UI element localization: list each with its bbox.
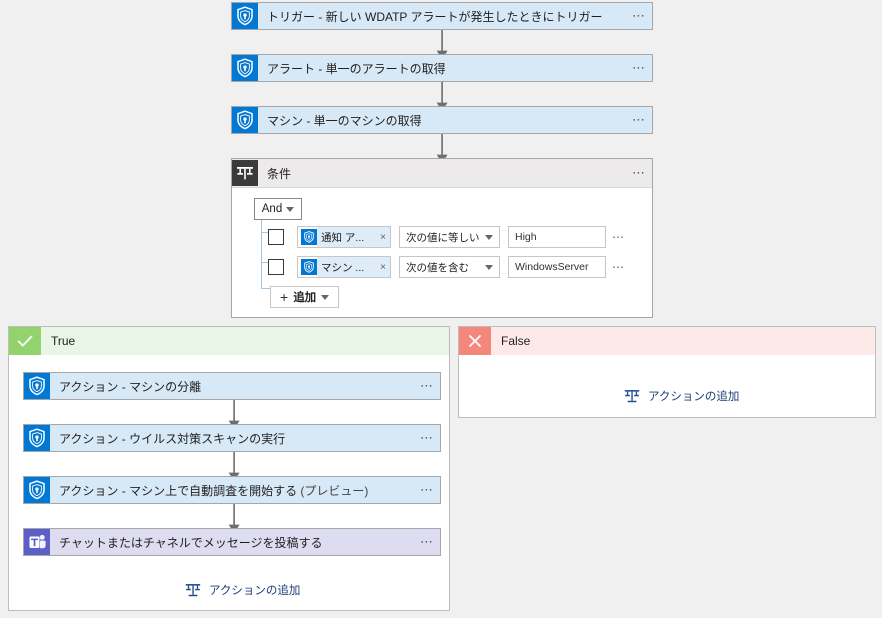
condition-left-token[interactable]: マシン ... × — [297, 256, 391, 278]
wdatp-shield-icon — [232, 107, 258, 133]
flow-step-title: トリガー - 新しい WDATP アラートが発生したときにトリガー — [267, 9, 603, 24]
chevron-down-icon — [485, 264, 493, 270]
add-action-icon — [184, 581, 202, 599]
tree-line-branch — [261, 262, 273, 263]
condition-operator-select[interactable]: 次の値に等しい — [399, 226, 500, 248]
operator-label: 次の値を含む — [406, 261, 469, 274]
wdatp-shield-icon — [232, 3, 258, 29]
token-label: マシン ... — [321, 261, 365, 274]
action-menu-button[interactable]: ⋯ — [420, 430, 434, 445]
action-menu-button[interactable]: ⋯ — [420, 534, 434, 549]
step-menu-button[interactable]: ⋯ — [632, 60, 646, 75]
condition-value-input[interactable]: WindowsServer — [508, 256, 606, 278]
action-menu-button[interactable]: ⋯ — [420, 482, 434, 497]
branch-true-header: True — [9, 327, 449, 355]
condition-row-menu-button[interactable]: ⋯ — [612, 230, 625, 244]
tree-line-branch — [261, 232, 273, 233]
wdatp-shield-icon — [24, 373, 50, 399]
add-action-true-button[interactable]: アクションの追加 — [184, 581, 300, 599]
action-post-teams-message[interactable]: チャットまたはチャネルでメッセージを投稿する ⋯ — [23, 528, 441, 556]
condition-branch-icon — [232, 160, 258, 186]
action-run-antivirus-scan[interactable]: アクション - ウイルス対策スキャンの実行 ⋯ — [23, 424, 441, 452]
chevron-down-icon — [321, 294, 330, 300]
condition-row[interactable]: マシン ... × 次の値を含む WindowsServer ⋯ — [268, 256, 652, 278]
add-action-label: アクションの追加 — [648, 391, 740, 403]
close-icon — [459, 327, 491, 355]
wdatp-shield-icon — [301, 259, 317, 275]
branch-false: False アクションの追加 — [458, 326, 876, 418]
operator-label: 次の値に等しい — [406, 231, 480, 244]
add-action-label: アクションの追加 — [209, 585, 301, 597]
wdatp-shield-icon — [301, 229, 317, 245]
condition-operator-select[interactable]: 次の値を含む — [399, 256, 500, 278]
branch-true: True アクション - マシンの分離 ⋯ アクション - ウイルス対策スキャン… — [8, 326, 450, 611]
add-action-false-button[interactable]: アクションの追加 — [623, 387, 739, 405]
condition-value-input[interactable]: High — [508, 226, 606, 248]
chevron-down-icon — [286, 206, 295, 212]
tree-line-branch — [261, 288, 275, 289]
branch-true-label: True — [51, 334, 76, 348]
action-title-suffix: (プレビュー) — [297, 483, 369, 498]
condition-row-menu-button[interactable]: ⋯ — [612, 260, 625, 274]
step-menu-button[interactable]: ⋯ — [632, 8, 646, 23]
flow-step-title: マシン - 単一のマシンの取得 — [267, 113, 422, 128]
flow-step-alert[interactable]: アラート - 単一のアラートの取得 ⋯ — [231, 54, 653, 82]
condition-add-button[interactable]: + 追加 — [270, 286, 340, 308]
condition-rows: 通知 ア... × 次の値に等しい High ⋯ — [254, 226, 652, 308]
wdatp-shield-icon — [24, 425, 50, 451]
check-icon — [9, 327, 41, 355]
condition-title: 条件 — [267, 166, 292, 181]
teams-icon — [24, 529, 50, 555]
action-title: チャットまたはチャネルでメッセージを投稿する — [59, 535, 323, 550]
logic-operator-select[interactable]: And — [254, 198, 302, 220]
condition-menu-button[interactable]: ⋯ — [632, 165, 646, 180]
tree-line-vertical — [261, 220, 262, 288]
condition-add-label: 追加 — [293, 292, 317, 304]
action-title: アクション - マシンの分離 — [59, 379, 202, 394]
token-remove-icon[interactable]: × — [380, 231, 386, 243]
action-menu-button[interactable]: ⋯ — [420, 378, 434, 393]
flow-step-machine[interactable]: マシン - 単一のマシンの取得 ⋯ — [231, 106, 653, 134]
action-start-auto-investigation[interactable]: アクション - マシン上で自動調査を開始する (プレビュー) ⋯ — [23, 476, 441, 504]
chevron-down-icon — [485, 234, 493, 240]
flow-step-title: アラート - 単一のアラートの取得 — [267, 61, 446, 76]
wdatp-shield-icon — [24, 477, 50, 503]
action-title: アクション - マシン上で自動調査を開始する (プレビュー) — [59, 483, 369, 498]
condition-row[interactable]: 通知 ア... × 次の値に等しい High ⋯ — [268, 226, 652, 248]
branch-false-header: False — [459, 327, 875, 355]
logic-operator-label: And — [261, 203, 283, 215]
action-isolate-machine[interactable]: アクション - マシンの分離 ⋯ — [23, 372, 441, 400]
condition-left-token[interactable]: 通知 ア... × — [297, 226, 391, 248]
flow-step-trigger[interactable]: トリガー - 新しい WDATP アラートが発生したときにトリガー ⋯ — [231, 2, 653, 30]
condition-row-checkbox[interactable] — [268, 259, 284, 275]
condition-header[interactable]: 条件 ⋯ — [232, 159, 652, 188]
wdatp-shield-icon — [232, 55, 258, 81]
add-action-icon — [623, 387, 641, 405]
condition-body: And 通知 ア... × — [232, 188, 652, 308]
condition-card[interactable]: 条件 ⋯ And — [231, 158, 653, 318]
step-menu-button[interactable]: ⋯ — [632, 112, 646, 127]
plus-icon: + — [280, 289, 289, 305]
token-label: 通知 ア... — [321, 231, 365, 244]
token-remove-icon[interactable]: × — [380, 261, 386, 273]
condition-row-checkbox[interactable] — [268, 229, 284, 245]
branch-false-label: False — [501, 334, 531, 348]
action-title: アクション - ウイルス対策スキャンの実行 — [59, 431, 286, 446]
